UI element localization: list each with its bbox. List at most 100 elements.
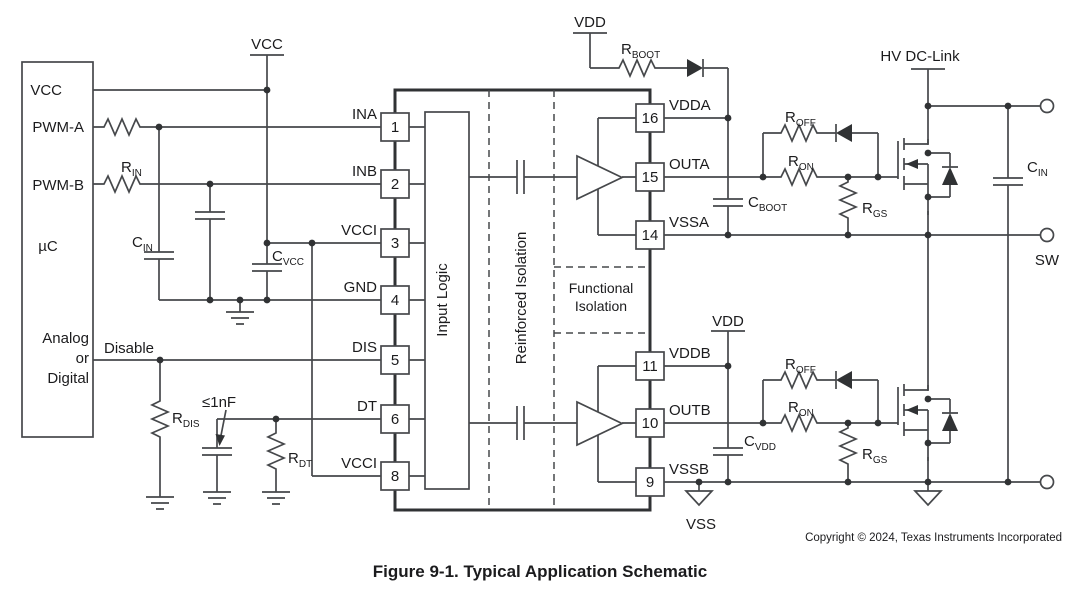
pin-8-label: VCCI [341,455,377,472]
mcu-analog-label-3: Digital [47,370,89,387]
driver-b [469,365,636,483]
earth-ground-icon [261,491,291,505]
c-in-bulk-capacitor [992,177,1024,186]
c-in-right-label: CIN [1027,159,1048,179]
input-side-wiring [93,54,381,510]
c-in-label: CIN [132,234,153,254]
r-dis-label: RDIS [172,410,200,430]
pin-3-number: 3 [391,235,399,252]
off-diode-b [835,370,853,390]
pin-5-number: 5 [391,352,399,369]
earth-ground-icon [202,491,232,505]
pin-1-label: INA [352,106,377,123]
pin-2-number: 2 [391,176,399,193]
r-dt-resistor [267,427,285,473]
pin-16-number: 16 [642,110,659,127]
mcu-pwm-a-label: PWM-A [32,119,84,136]
boot-diode [686,58,704,78]
pin-4-number: 4 [391,292,399,309]
isolator-chip: Input Logic Reinforced Isolation Functio… [341,88,711,512]
isolation-cap-b [516,405,525,441]
pin-14-label: VSSA [669,214,709,231]
functional-isolation-box [554,266,650,334]
sw-net-label: SW [1035,252,1060,269]
earth-ground-icon [225,311,255,325]
reinforced-isolation-barrier [488,90,555,510]
r-on-b-label: RON [788,399,814,419]
pin-6-number: 6 [391,411,399,428]
driver-a [469,117,636,236]
disable-net-label: Disable [104,340,154,357]
c-vcc-label: CVCC [272,248,304,268]
pin-4-label: GND [344,279,378,296]
isolation-cap-a [516,159,525,195]
r-dt-label: RDT [288,450,312,470]
junction-dots [155,86,1012,486]
pin-11-box [635,351,665,381]
vss-ground-icon [685,490,713,506]
pin-4-box [380,285,410,315]
reinforced-isolation-label: Reinforced Isolation [513,232,530,365]
pin-8-box [380,461,410,491]
mosfet-a [891,137,959,216]
off-diode-a [835,123,853,143]
c-vdd-label: CVDD [744,433,776,453]
mcu-name-label: µC [38,238,58,255]
r-on-a-label: RON [788,153,814,173]
c-vdd-capacitor [712,447,744,456]
figure-caption: Figure 9-1. Typical Application Schemati… [373,562,707,581]
r-gs-a-label: RGS [862,200,888,220]
pin-9-number: 9 [646,474,654,491]
hv-dc-link-label: HV DC-Link [880,48,960,65]
r-in-label: RIN [121,159,142,179]
input-bypass-capacitor [194,211,226,220]
copyright-notice: Copyright © 2024, Texas Instruments Inco… [805,532,1062,544]
pin-1-number: 1 [391,119,399,136]
chip-pins-right: 16 15 14 11 10 9 VDDA OUTA VSSA VDDB OUT… [635,97,711,497]
pin-15-label: OUTA [669,156,710,173]
r-boot-resistor [612,59,664,77]
pin-3-box [380,228,410,258]
r-off-a-label: ROFF [785,109,816,129]
r-gs-b-label: RGS [862,446,888,466]
pin-2-box [380,169,410,199]
channel-a-labels: VDD RBOOT CBOOT ROFF RON RGS HV DC-Link … [574,14,1060,269]
input-logic-label: Input Logic [434,263,451,337]
c-boot-capacitor [712,198,744,207]
mcu-analog-label-2: or [76,350,89,367]
gnd-terminal [1039,474,1055,490]
pin-10-box [635,408,665,438]
r-gs-a-resistor [839,176,857,222]
pin-10-label: OUTB [669,402,711,419]
dt-cap-note-label: ≤1nF [202,394,236,411]
channel-b-labels: VDD CVDD ROFF RON RGS VSS [686,313,888,533]
pin-15-number: 15 [642,169,659,186]
vdd-a-label: VDD [574,14,606,31]
r-dis-resistor [151,395,169,441]
r-boot-label: RBOOT [621,41,660,61]
vdd-b-label: VDD [712,313,744,330]
pin-11-number: 11 [642,358,658,375]
input-side-labels: VCC RIN CIN CVCC RDIS ≤1nF RDT [121,36,312,470]
dt-capacitor [201,447,233,456]
power-ground-icon [914,490,942,506]
pwm-a-series-resistor [97,118,149,136]
pin-6-label: DT [357,398,377,415]
mcu-box [21,61,94,438]
mcu-analog-label-1: Analog [42,330,89,347]
pin-5-label: DIS [352,339,377,356]
pin-6-box [380,404,410,434]
r-gs-b-resistor [839,422,857,468]
channel-b-wiring [664,235,1055,506]
pin-14-box [635,220,665,250]
earth-ground-icon [145,496,175,510]
functional-isolation-label-2: Isolation [575,298,627,314]
mcu-block: VCC PWM-A PWM-B µC Analog or Digital Dis… [21,61,154,438]
pin-1-box [380,112,410,142]
vcc-rail-label: VCC [251,36,283,53]
dt-cap-note-arrow-icon [215,409,227,446]
c-vcc-capacitor [251,263,283,272]
chip-pins-left: 1 2 3 4 5 6 8 INA INB VCCI GND DIS DT VC… [341,106,410,491]
